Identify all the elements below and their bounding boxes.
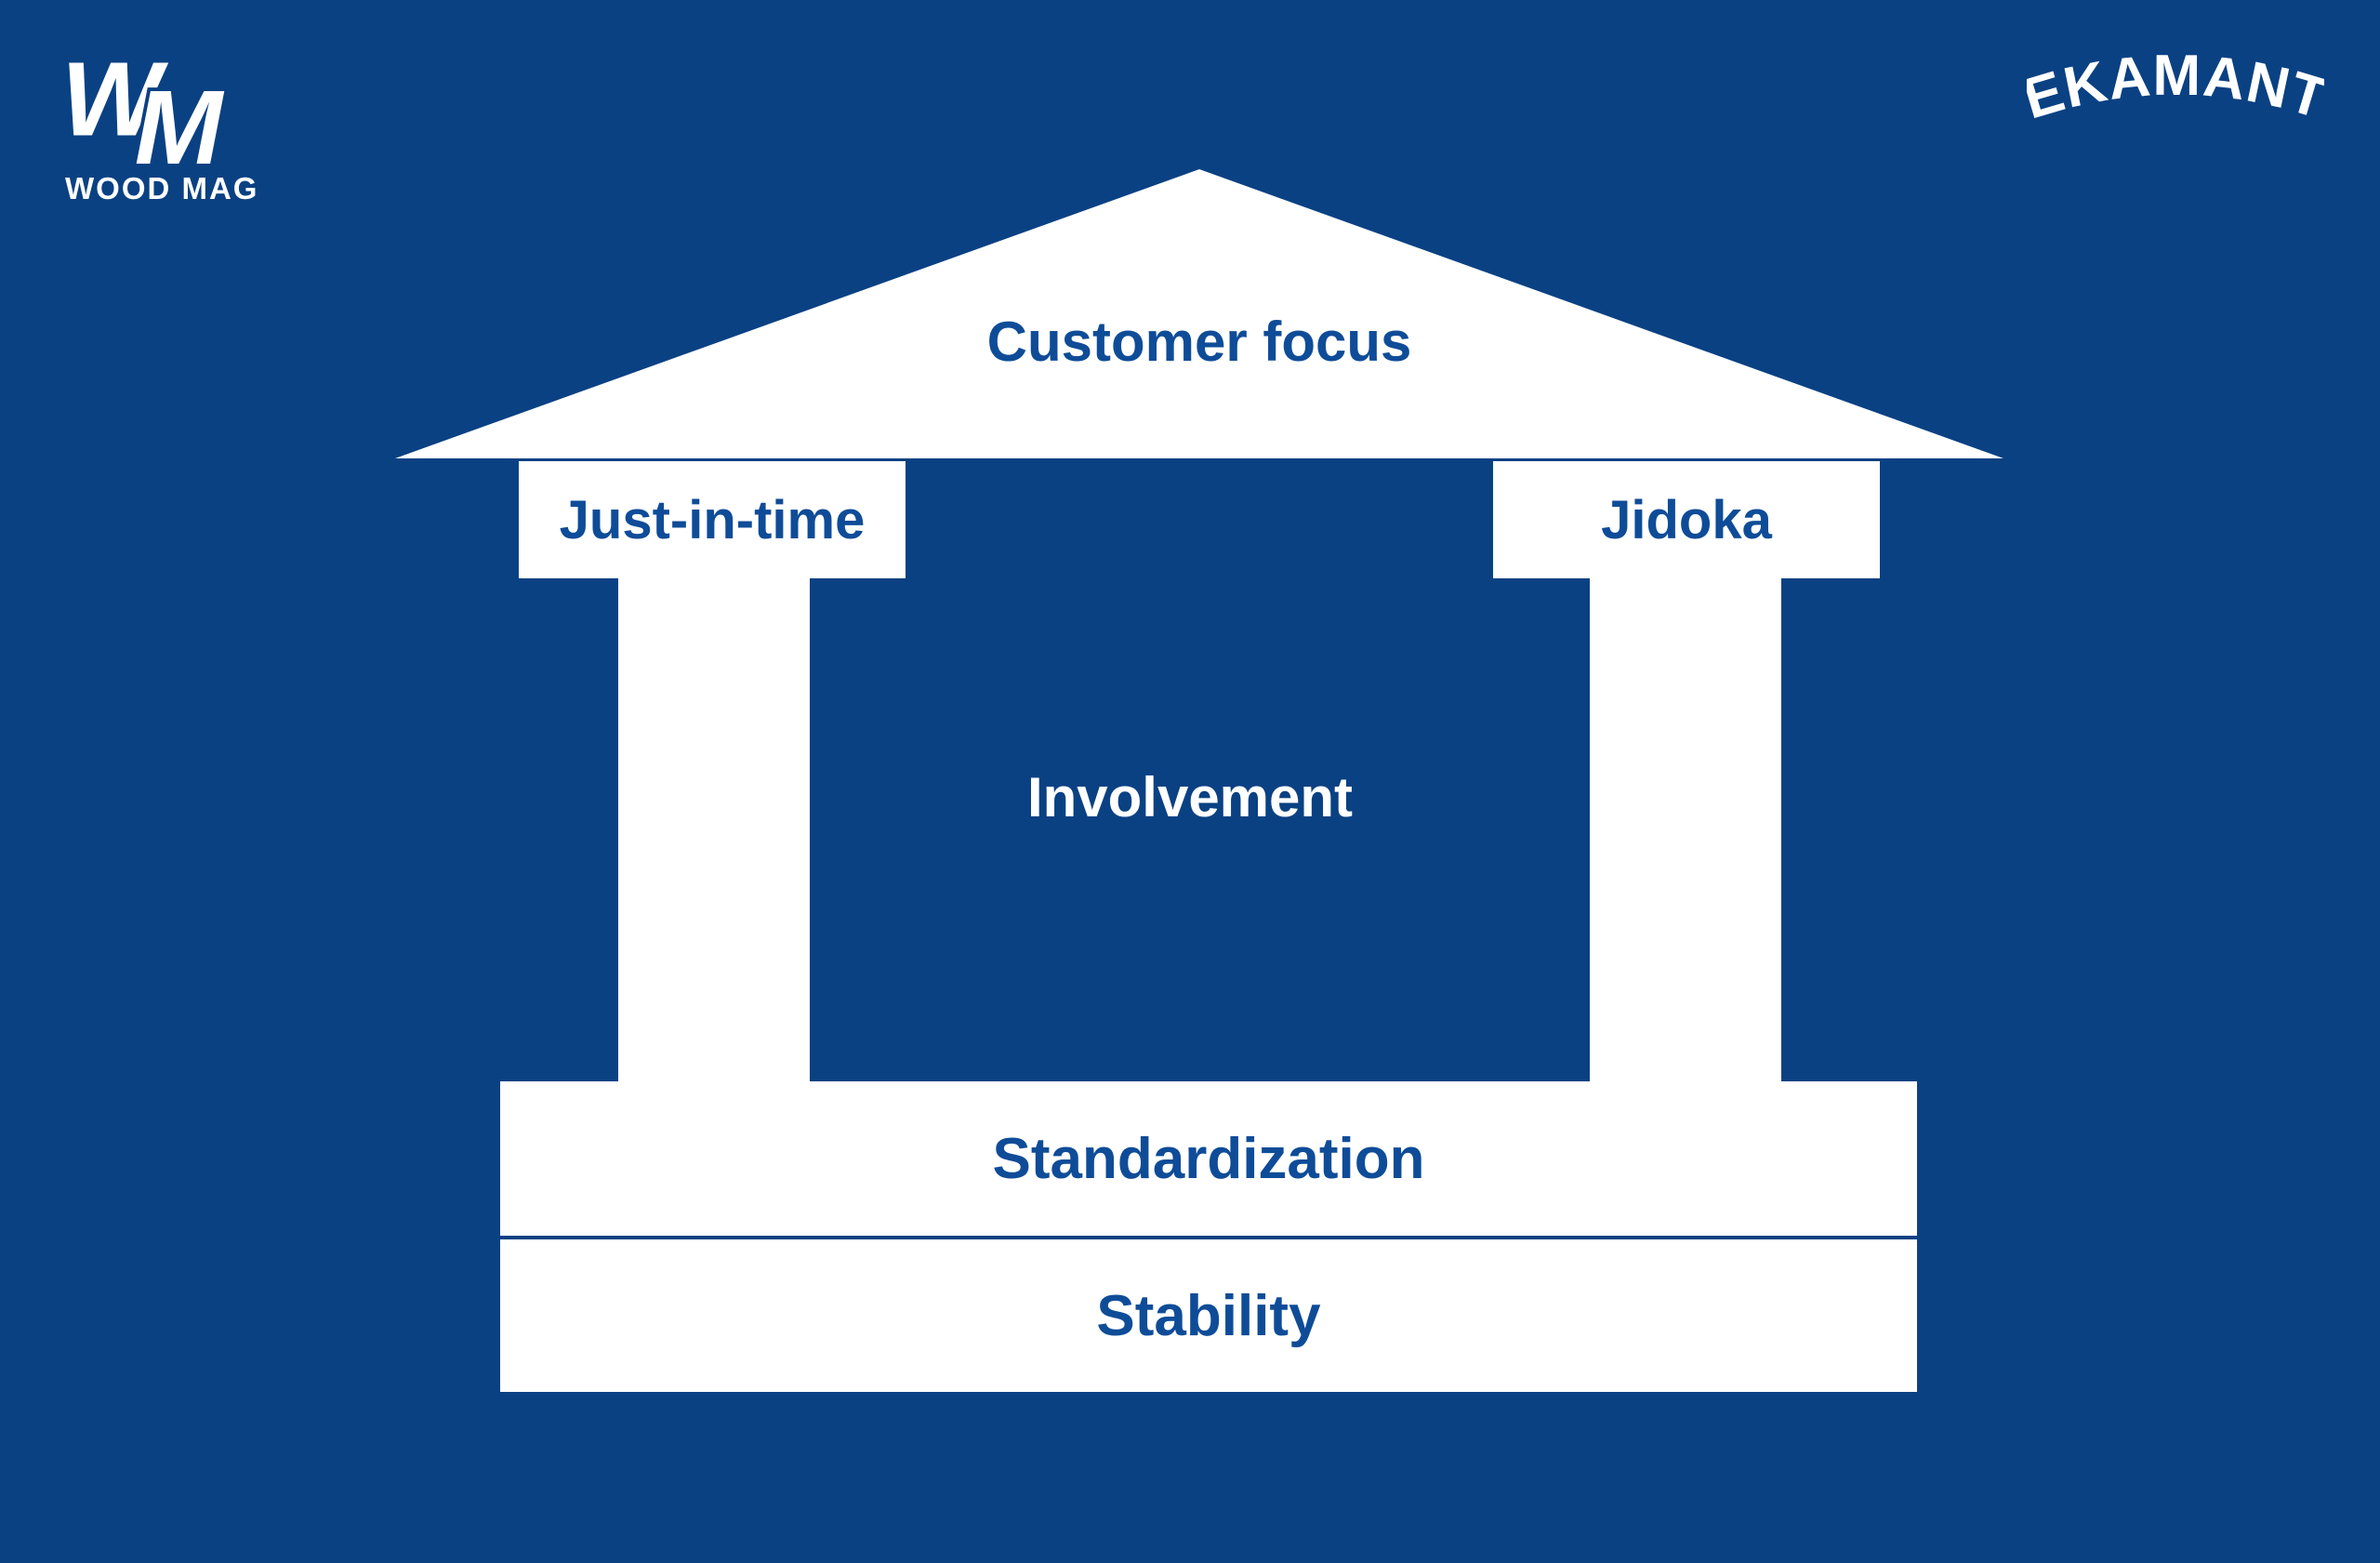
- wood-mag-monogram-icon: W M: [65, 51, 229, 167]
- roof-triangle-icon: [395, 169, 2003, 458]
- ekamant-wordmark: EKAMANT: [2016, 44, 2334, 132]
- svg-text:EKAMANT: EKAMANT: [2027, 45, 2324, 132]
- ekamant-logo: EKAMANT: [2016, 44, 2334, 138]
- roof-label: Customer focus: [986, 311, 1412, 373]
- wood-mag-monogram-m: M: [135, 69, 225, 167]
- pillar-right-shaft: [1590, 576, 1781, 1083]
- wood-mag-monogram-w: W: [65, 51, 169, 158]
- wood-mag-wordmark: WOOD MAG: [65, 171, 259, 205]
- ekamant-wordmark-icon: EKAMANT: [2016, 44, 2334, 132]
- standardization-label: Standardization: [992, 1126, 1425, 1191]
- involvement-label: Involvement: [1026, 766, 1354, 828]
- base-layers: Standardization Stability: [500, 1081, 1917, 1392]
- pillar-right-label: Jidoka: [1601, 489, 1772, 550]
- stability-bar: Stability: [500, 1239, 1917, 1392]
- pillar-right-capital: Jidoka: [1493, 461, 1880, 578]
- pillar-left-capital: Just-in-time: [519, 461, 906, 578]
- stability-label: Stability: [1096, 1283, 1321, 1348]
- pillar-left-label: Just-in-time: [559, 489, 866, 550]
- pillar-left-shaft: [618, 576, 810, 1083]
- standardization-bar: Standardization: [500, 1081, 1917, 1236]
- roof-shape: Customer focus: [395, 169, 2003, 458]
- wood-mag-logo: W M WOOD MAG: [65, 51, 279, 219]
